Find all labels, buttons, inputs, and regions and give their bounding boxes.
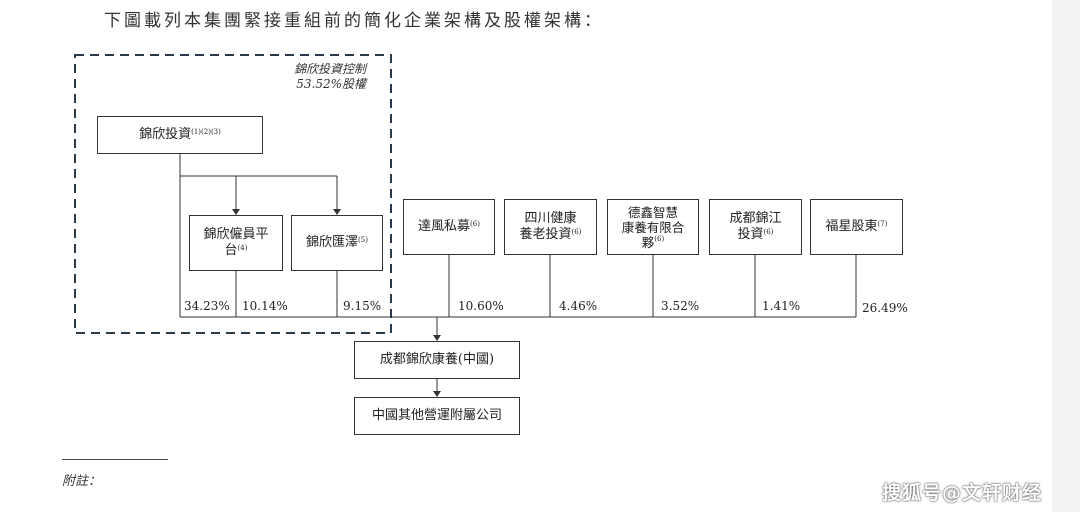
dexin-box: 德鑫智慧康養有限合夥(6) (607, 199, 699, 255)
other-subsidiaries-box: 中國其他營運附屬公司 (354, 397, 520, 435)
jinxin-investment-box: 錦欣投資(1)(2)(3) (97, 116, 263, 154)
chengdu-jinxin-box: 成都錦欣康養(中國) (354, 341, 520, 379)
arrowhead (333, 209, 341, 215)
footnote-divider (62, 459, 168, 460)
jinxin-huize-box: 錦欣匯澤(5) (291, 215, 383, 271)
arrowhead (232, 209, 240, 215)
pct-dexin: 3.52% (661, 299, 700, 313)
watermark: 搜狐号@文轩财经 (882, 482, 1043, 504)
pct-dafeng: 10.60% (458, 299, 504, 313)
pct-fuxing: 26.49% (862, 301, 908, 315)
pct-jinxin-huize: 9.15% (343, 299, 382, 313)
arrowhead (433, 391, 441, 397)
fuxing-shareholders-box: 福星股東(7) (810, 199, 903, 255)
pct-employee-platform: 10.14% (242, 299, 288, 313)
chengdu-jinjiang-box: 成都錦江投資(6) (709, 199, 802, 255)
employee-platform-box: 錦欣僱員平台(4) (189, 215, 283, 271)
pct-sichuan: 4.46% (559, 299, 598, 313)
pct-chengdu-jinjiang: 1.41% (762, 299, 801, 313)
footnote-label: 附註： (62, 474, 102, 489)
page-edge (1052, 0, 1080, 512)
dafeng-box: 達風私募(6) (403, 199, 495, 255)
control-group-border (74, 54, 392, 334)
page-heading: 下圖載列本集團緊接重組前的簡化企業架構及股權架構： (104, 11, 604, 31)
arrowhead (433, 335, 441, 341)
sichuan-box: 四川健康養老投資(6) (504, 199, 597, 255)
control-group-label: 錦欣投資控制 53.52%股權 (293, 62, 366, 91)
pct-jinxin-direct: 34.23% (184, 299, 230, 313)
